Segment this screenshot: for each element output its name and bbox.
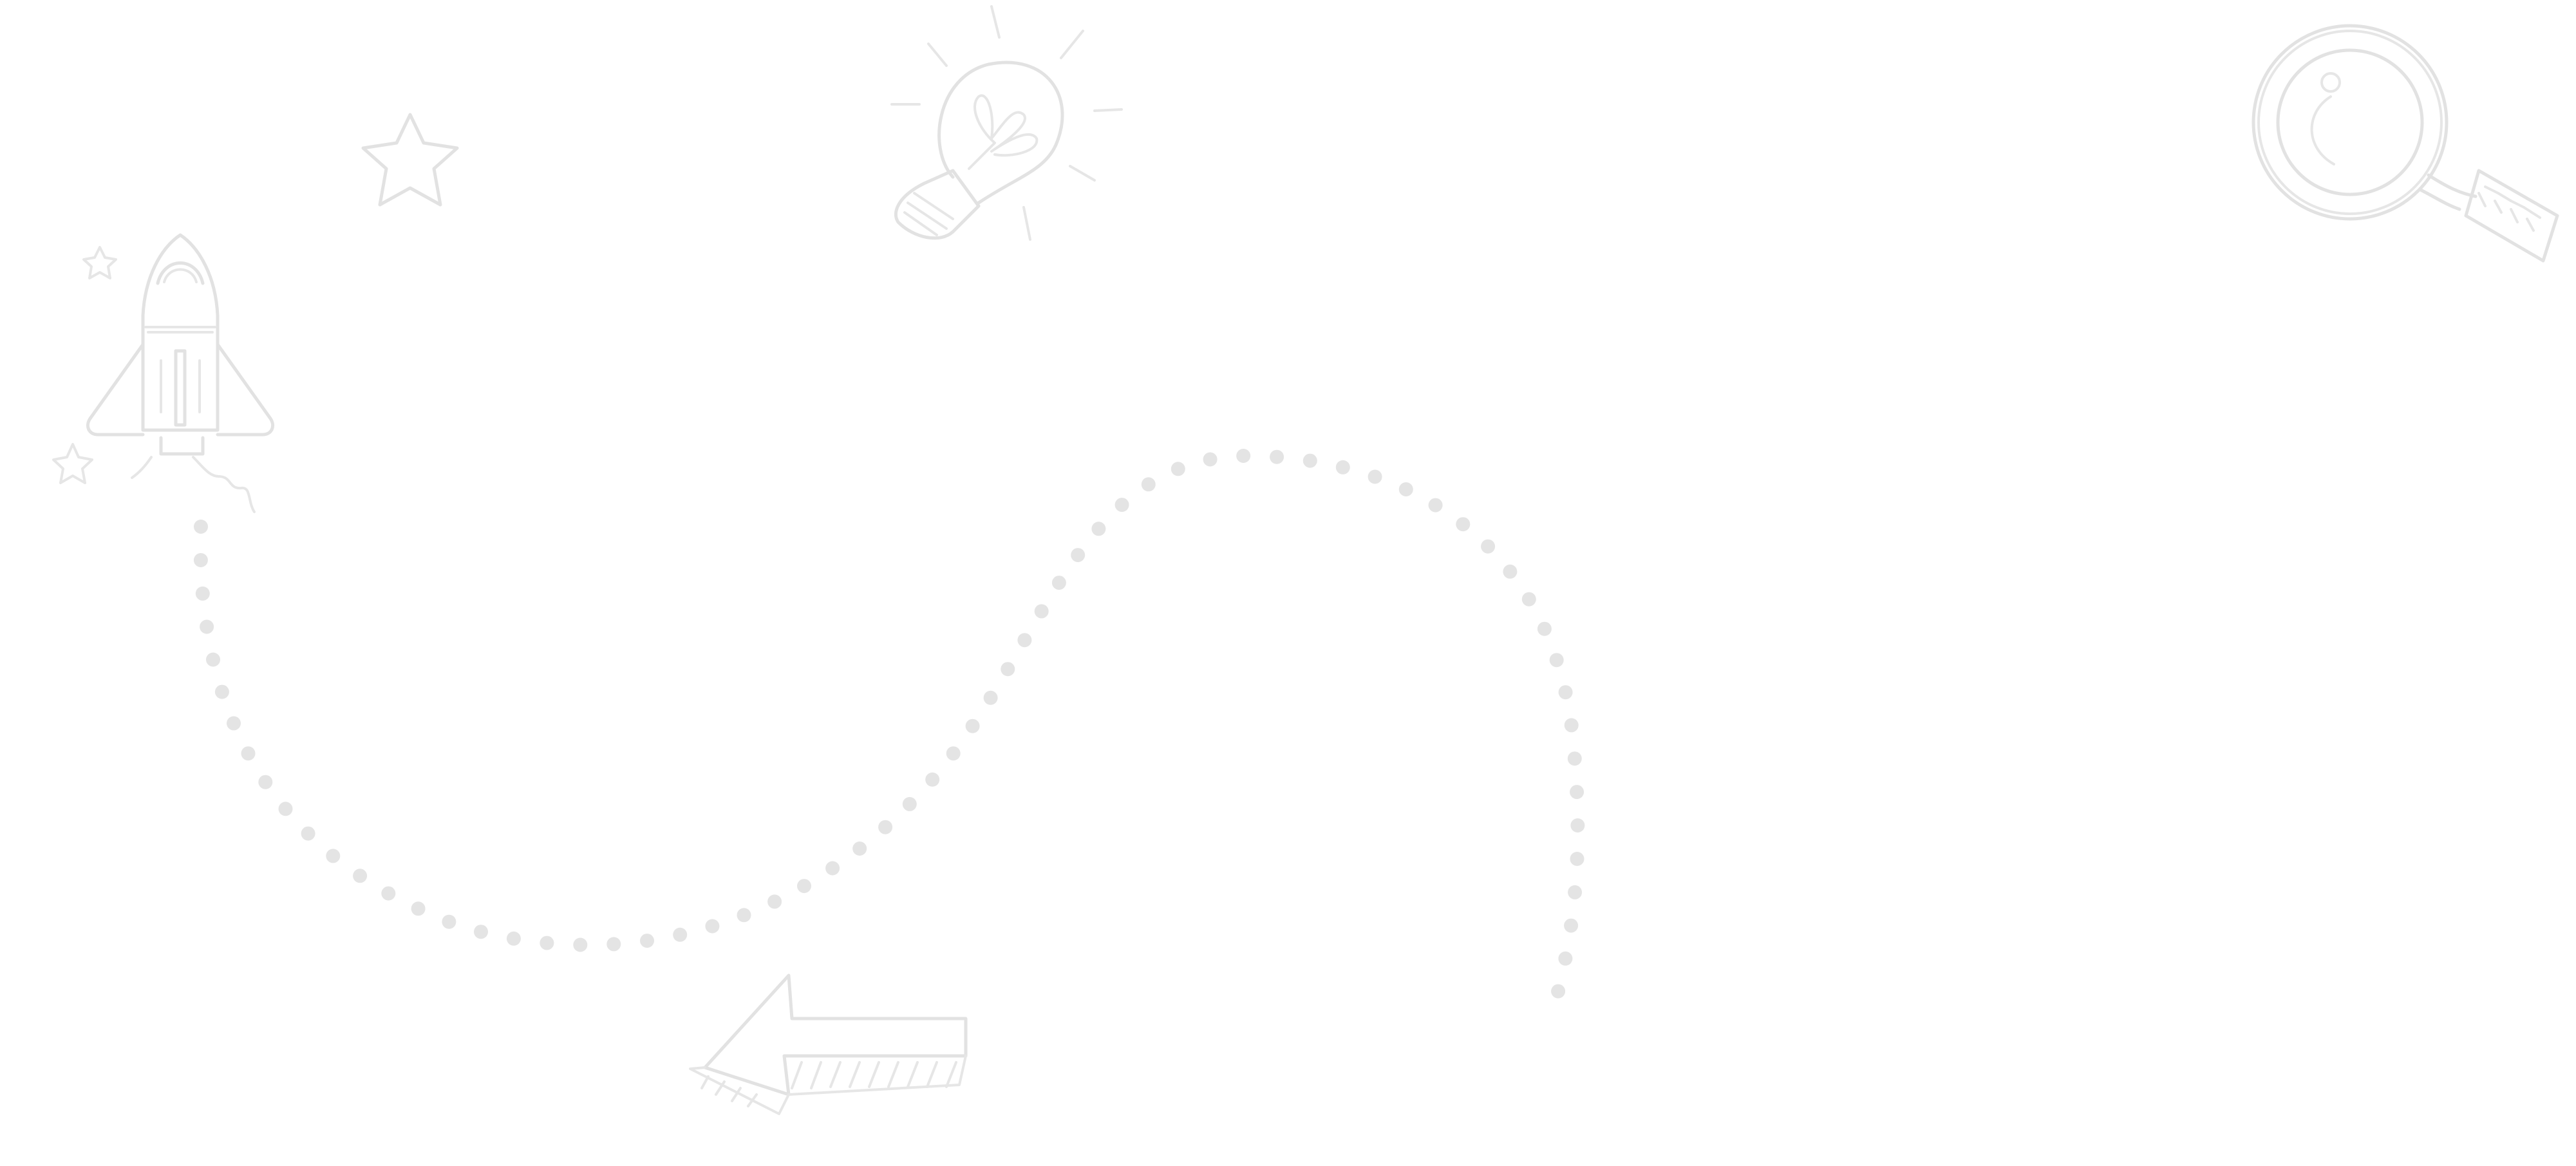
path-dot <box>767 894 782 909</box>
dotted-path <box>193 449 1585 999</box>
path-dot <box>797 879 811 894</box>
path-dot <box>983 690 998 705</box>
lightbulb-icon <box>890 5 1123 241</box>
star-icon <box>82 246 117 279</box>
path-dot <box>1034 604 1049 619</box>
path-dot <box>640 934 654 948</box>
path-dot <box>1428 498 1443 512</box>
path-dot <box>946 746 961 761</box>
path-dot <box>925 772 940 787</box>
path-dot <box>411 901 426 916</box>
path-dot <box>194 520 208 534</box>
path-dot <box>442 914 456 929</box>
path-dot <box>1203 452 1217 467</box>
path-dot <box>1503 564 1518 579</box>
path-dot <box>1236 449 1251 463</box>
path-dot <box>606 937 621 952</box>
path-dot <box>540 936 554 950</box>
path-dot <box>195 586 210 601</box>
path-dot <box>573 937 588 952</box>
path-dot <box>1017 633 1032 648</box>
path-dot <box>1537 621 1552 636</box>
path-dot <box>381 886 396 901</box>
arrow-left-icon <box>689 973 968 1115</box>
path-dot <box>1051 576 1066 590</box>
path-dot <box>326 849 341 863</box>
path-dot <box>1456 517 1471 532</box>
path-dot <box>1091 522 1106 536</box>
path-dot <box>1567 751 1582 766</box>
path-dot <box>1521 592 1536 607</box>
path-dot <box>1114 498 1129 512</box>
path-dot <box>193 553 208 567</box>
star-icon <box>361 113 459 207</box>
path-dot <box>1564 918 1579 933</box>
path-dot <box>1570 785 1584 800</box>
path-dot <box>825 861 840 876</box>
path-dot <box>258 775 273 789</box>
path-dot <box>200 619 214 634</box>
path-dot <box>1001 662 1015 677</box>
path-dot <box>278 802 293 816</box>
path-dot <box>965 719 980 733</box>
path-dot <box>214 684 229 699</box>
path-dot <box>1141 477 1156 492</box>
path-dot <box>1398 482 1413 496</box>
path-dot <box>1570 818 1585 832</box>
path-dot <box>1170 462 1185 476</box>
rocket-icon <box>86 233 274 513</box>
magnifying-glass-icon <box>2252 24 2559 263</box>
star-icon <box>52 443 93 484</box>
path-dot <box>1568 885 1583 899</box>
path-dot <box>852 842 867 856</box>
path-dot <box>1570 852 1584 866</box>
path-dot <box>353 869 368 883</box>
path-dot <box>902 796 917 811</box>
path-dot <box>673 927 688 942</box>
path-dot <box>206 652 220 667</box>
path-dot <box>1551 984 1566 999</box>
path-dot <box>1335 460 1350 475</box>
path-dot <box>1302 453 1317 468</box>
path-dot <box>1071 548 1086 563</box>
path-dot <box>1564 718 1579 733</box>
path-dot <box>1368 469 1382 484</box>
path-dot <box>241 746 256 761</box>
path-dot <box>1549 653 1564 668</box>
path-dot <box>878 820 893 834</box>
path-dot <box>1270 449 1284 464</box>
path-dot <box>1481 539 1496 554</box>
path-dot <box>474 925 488 939</box>
path-dot <box>737 908 751 923</box>
path-dot <box>1558 685 1573 700</box>
path-dot <box>506 931 521 946</box>
path-dot <box>301 826 315 841</box>
path-dot <box>705 919 720 934</box>
path-dot <box>227 716 241 731</box>
path-dot <box>1558 951 1573 966</box>
